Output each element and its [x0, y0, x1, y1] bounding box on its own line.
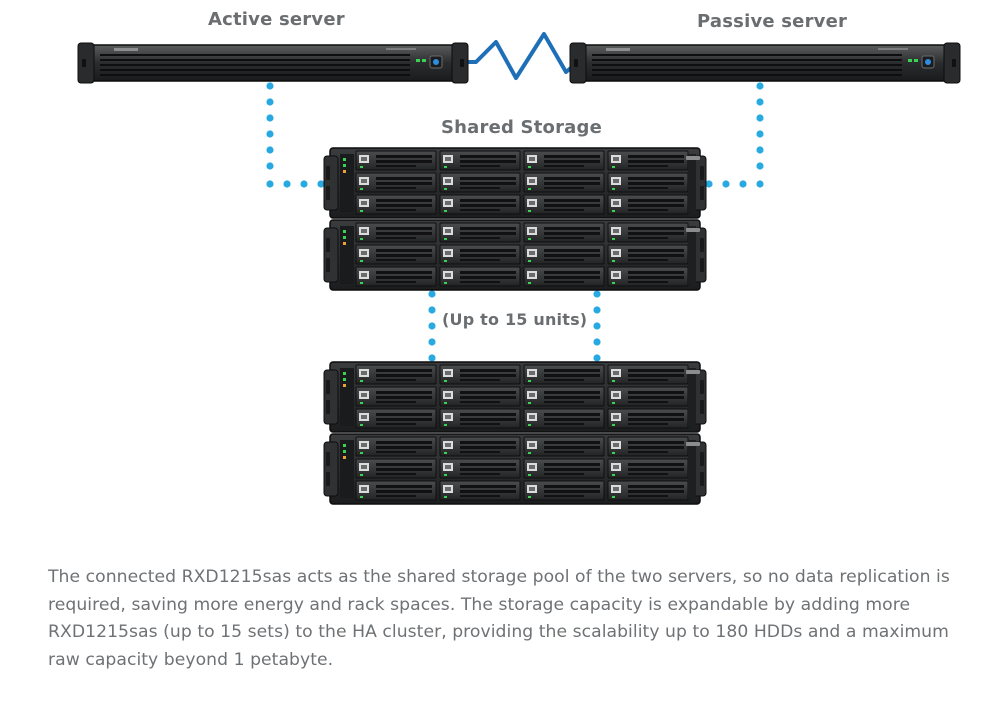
- units-label: (Up to 15 units): [442, 310, 588, 329]
- shared-storage-label: Shared Storage: [441, 117, 603, 138]
- storage-unit-3: [324, 362, 706, 432]
- active-server-label: Active server: [208, 9, 345, 30]
- caption-text: The connected RXD1215sas acts as the sha…: [48, 567, 950, 670]
- storage-unit-4: [324, 434, 706, 504]
- passive-server-label: Passive server: [697, 11, 848, 32]
- heartbeat-zigzag-icon: [454, 32, 580, 80]
- passive-server-icon: [569, 42, 961, 84]
- storage-unit-1: [324, 148, 706, 218]
- active-server-icon: [77, 42, 469, 84]
- storage-unit-2: [324, 220, 706, 290]
- connection-dots: [266, 82, 764, 362]
